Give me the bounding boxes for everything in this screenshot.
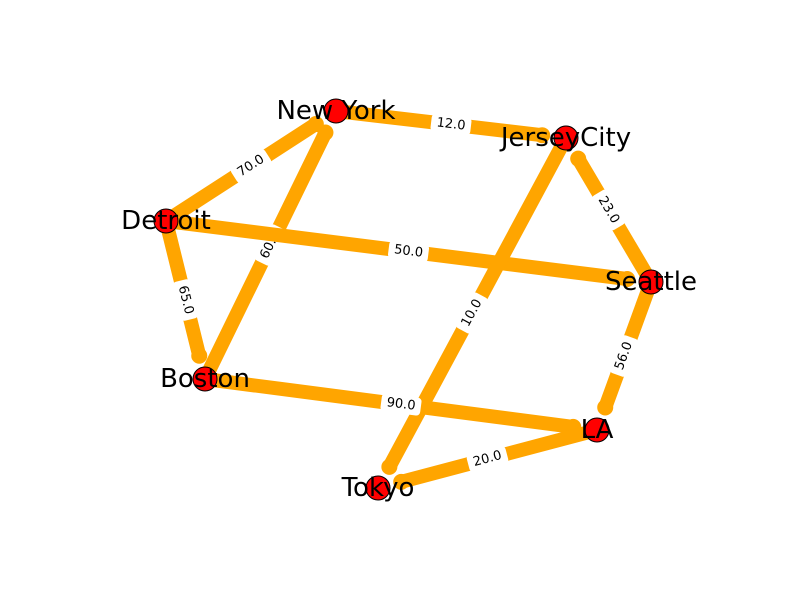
edge-label-background <box>609 335 639 377</box>
node-jerseycity <box>553 125 579 151</box>
edge-weight-label: 20.0 <box>466 446 509 472</box>
edge-arrowhead <box>317 124 334 141</box>
edge-weight-text: 12.0 <box>436 115 467 133</box>
edge-weight-label: 50.0 <box>388 240 429 263</box>
node-boston <box>192 366 218 392</box>
edge-weight-text: 50.0 <box>393 242 424 260</box>
edge-weight-text: 20.0 <box>472 448 504 470</box>
edge-weight-label: 65.0 <box>172 279 199 321</box>
edge-label-background <box>380 393 422 416</box>
node-label-jerseycity: JerseyCity <box>499 123 631 153</box>
edge-arrowhead <box>191 347 208 364</box>
edge-label-background <box>230 149 272 183</box>
edge-label-background <box>172 279 199 321</box>
edge-weight-label: 23.0 <box>592 189 625 231</box>
node-detroit <box>153 208 179 234</box>
edge-arrowhead <box>597 399 614 416</box>
edge-label-background <box>388 240 429 263</box>
edge-weight-label: 70.0 <box>230 149 272 183</box>
edge-weight-label: 10.0 <box>456 292 488 334</box>
edge-label-background <box>456 292 488 334</box>
edge-weight-label: 90.0 <box>380 393 422 416</box>
edge-arrowhead <box>393 473 410 490</box>
edge-weight-label: 56.0 <box>609 335 639 377</box>
node-newyork <box>323 98 349 124</box>
node-layer <box>153 98 664 501</box>
edge-label-background <box>466 446 509 472</box>
node-label-tokyo: Tokyo <box>341 473 415 503</box>
node-la <box>584 417 610 443</box>
node-label-boston: Boston <box>160 364 250 394</box>
edge-arrowhead <box>619 271 636 288</box>
edge-arrowhead <box>381 458 398 475</box>
edge-weight-label: 12.0 <box>430 113 472 136</box>
edge-arrowhead <box>534 127 551 144</box>
node-label-layer: New YorkJerseyCityDetroitSeattleBostonLA… <box>121 96 697 503</box>
edge-boston-la: 90.0 <box>198 372 582 435</box>
edge-newyork-jerseycity: 12.0 <box>329 104 551 144</box>
edge-detroit-seattle: 50.0 <box>159 214 636 288</box>
node-label-newyork: New York <box>276 96 395 126</box>
edge-label-background <box>592 189 625 231</box>
edge-seattle-la: 56.0 <box>597 275 658 416</box>
edge-la-tokyo: 20.0 <box>393 423 604 490</box>
edge-detroit-boston: 65.0 <box>159 214 208 364</box>
node-tokyo <box>365 475 391 501</box>
node-label-seattle: Seattle <box>605 267 697 297</box>
node-label-detroit: Detroit <box>121 206 211 236</box>
node-seattle <box>638 269 664 295</box>
edge-weight-text: 90.0 <box>386 395 417 414</box>
edge-arrowhead <box>570 150 587 167</box>
edge-seattle-jerseycity: 23.0 <box>570 150 658 289</box>
edge-weight-text: 65.0 <box>175 284 197 316</box>
node-label-la: LA <box>581 415 614 445</box>
edge-label-background <box>430 113 472 136</box>
